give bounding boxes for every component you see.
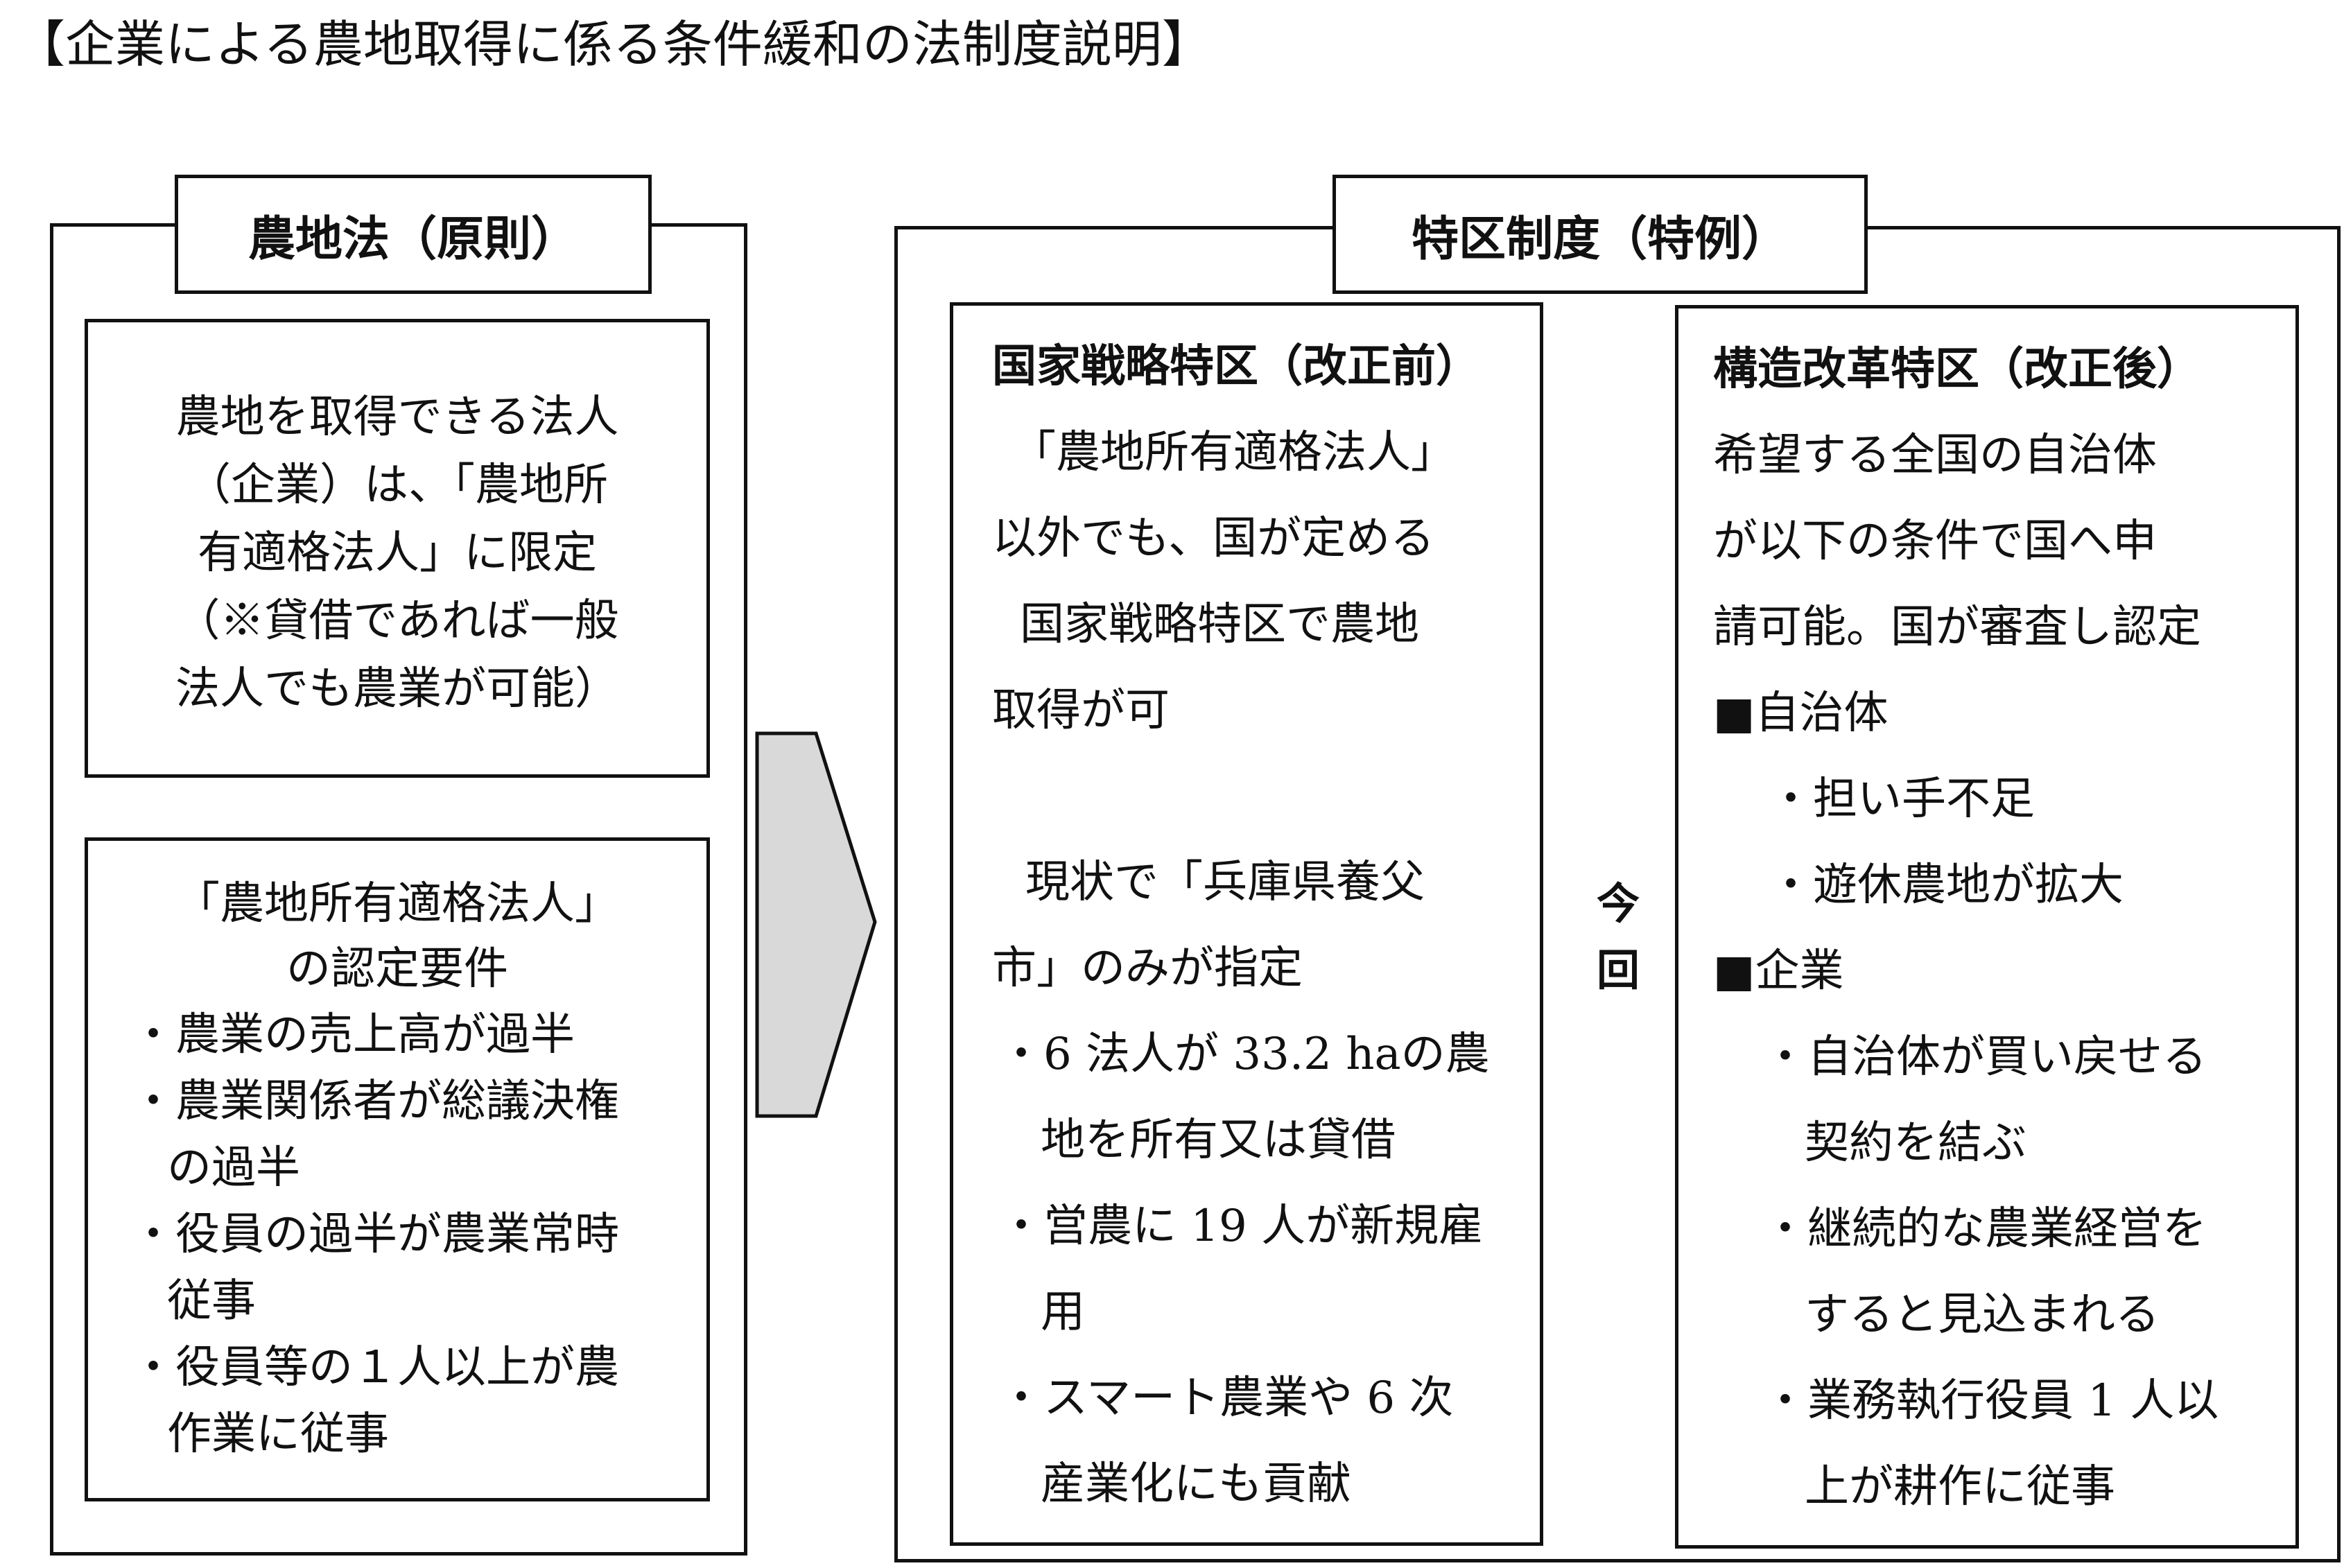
principle-line: 有適格法人」に限定 <box>198 528 597 579</box>
structural-bullet-line: 契約を結ぶ <box>1805 1117 2026 1169</box>
requirements-title-line: 「農地所有適格法人」 <box>175 878 619 930</box>
left-panel-heading: 農地法（原則） <box>175 175 652 294</box>
requirement-item: ・役員等の１人以上が農 作業に従事 <box>131 1334 706 1467</box>
arrow-label-char: 今 <box>1596 878 1640 929</box>
structural-bullet-line: ・遊休農地が拡大 <box>1769 860 2124 911</box>
requirement-line: ・役員の過半が農業常時 <box>131 1209 619 1260</box>
requirement-line: 従事 <box>167 1275 256 1327</box>
national-zone-box: 国家戦略特区（改正前） 「農地所有適格法人」 以外でも、国が定める 国家戦略特区… <box>950 302 1543 1546</box>
requirement-line: ・役員等の１人以上が農 <box>131 1342 619 1393</box>
requirement-line: 作業に従事 <box>167 1409 389 1460</box>
principle-line: （企業）は、「農地所 <box>186 460 608 511</box>
structural-bullet-line: 上が耕作に従事 <box>1805 1461 2115 1513</box>
principle-line: 法人でも農業が可能） <box>175 663 619 715</box>
structural-bullet-line: ・業務執行役員 1 人以 <box>1763 1375 2219 1427</box>
structural-bullet-line: ・自治体が買い戻せる <box>1763 1031 2207 1083</box>
principle-text: 農地を取得できる法人 （企業）は、「農地所 有適格法人」に限定 （※貸借であれば… <box>88 322 706 723</box>
structural-zone-box: 構造改革特区（改正後） 希望する全国の自治体 が以下の条件で国へ申 請可能。国が… <box>1675 305 2299 1549</box>
requirements-box: 「農地所有適格法人」 の認定要件 ・農業の売上高が過半 ・農業関係者が総議決権 … <box>85 837 710 1501</box>
requirement-line: の過半 <box>167 1142 300 1194</box>
page-title: 【企業による農地取得に係る条件緩和の法制度説明】 <box>15 15 1212 73</box>
national-zone-heading: 国家戦略特区（改正前） <box>992 340 1480 392</box>
requirements-title-line: の認定要件 <box>286 943 508 995</box>
requirement-item: ・役員の過半が農業常時 従事 <box>131 1201 706 1334</box>
structural-intro-line: 請可能。国が審査し認定 <box>1713 602 2201 653</box>
requirements-title: 「農地所有適格法人」 の認定要件 <box>88 841 706 1002</box>
national-intro-line: 以外でも、国が定める <box>992 513 1435 564</box>
national-bullet-line: 産業化にも貢献 <box>1041 1458 1351 1510</box>
requirement-item: ・農業関係者が総議決権 の過半 <box>131 1068 706 1201</box>
national-intro-line: 「農地所有適格法人」 <box>1012 427 1455 478</box>
structural-section-municipality: ■自治体 <box>1713 688 1889 739</box>
national-bullet-line: 地を所有又は貸借 <box>1041 1115 1396 1166</box>
national-bullet-line: ・スマート農業や 6 次 <box>999 1373 1454 1424</box>
national-intro-line: 取得が可 <box>992 685 1170 736</box>
requirement-line: ・農業関係者が総議決権 <box>131 1076 619 1127</box>
structural-zone-heading: 構造改革特区（改正後） <box>1713 343 2201 395</box>
national-status-line: 市」のみが指定 <box>992 943 1303 994</box>
national-bullet-line: ・営農に 19 人が新規雇 <box>999 1201 1484 1252</box>
requirement-line: ・農業の売上高が過半 <box>131 1009 575 1061</box>
structural-zone-content: 構造改革特区（改正後） 希望する全国の自治体 が以下の条件で国へ申 請可能。国が… <box>1678 308 2295 1530</box>
principle-line: （※貸借であれば一般 <box>175 595 619 647</box>
principle-line: 農地を取得できる法人 <box>175 392 619 443</box>
structural-bullet-line: すると見込まれる <box>1805 1289 2160 1341</box>
principle-box: 農地を取得できる法人 （企業）は、「農地所 有適格法人」に限定 （※貸借であれば… <box>85 319 710 778</box>
structural-bullet-line: ・継続的な農業経営を <box>1763 1203 2207 1255</box>
structural-bullet-line: ・担い手不足 <box>1769 774 2035 825</box>
structural-section-company: ■企業 <box>1713 946 1844 997</box>
national-zone-content: 国家戦略特区（改正前） 「農地所有適格法人」 以外でも、国が定める 国家戦略特区… <box>953 306 1540 1527</box>
spacer <box>992 753 1540 839</box>
structural-intro-line: が以下の条件で国へ申 <box>1713 516 2157 567</box>
requirement-item: ・農業の売上高が過半 <box>131 1002 706 1068</box>
national-bullet-line: 用 <box>1041 1287 1085 1338</box>
national-intro-line: 国家戦略特区で農地 <box>1020 599 1419 650</box>
national-status-line: 現状で「兵庫県養父 <box>1025 857 1425 908</box>
arrow-to-special-zones <box>755 731 877 1118</box>
requirements-list: ・農業の売上高が過半 ・農業関係者が総議決権 の過半 ・役員の過半が農業常時 従… <box>88 1002 706 1467</box>
right-panel-heading: 特区制度（特例） <box>1332 175 1868 294</box>
arrow-label: 今 回 <box>1590 871 1646 1004</box>
arrow-label-char: 回 <box>1596 945 1640 995</box>
national-bullet-line: ・6 法人が 33.2 haの農 <box>999 1029 1490 1080</box>
structural-intro-line: 希望する全国の自治体 <box>1713 430 2157 481</box>
